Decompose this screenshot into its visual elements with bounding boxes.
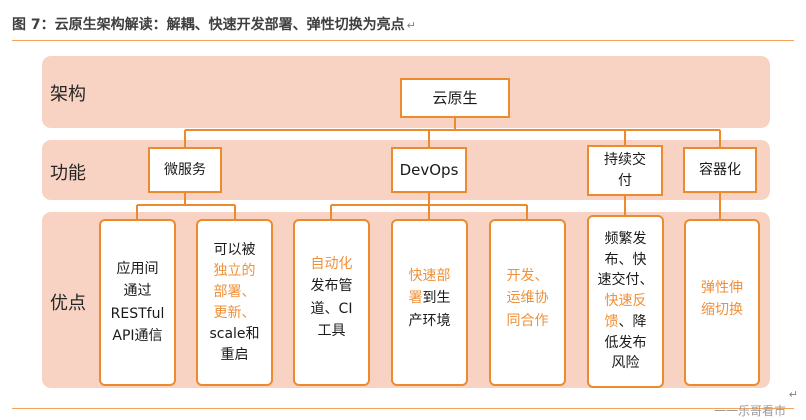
adv4-line-1: 快速部 (408, 268, 451, 284)
adv5-line-1: 开发、 (506, 268, 549, 284)
adv7-line-2: 缩切换 (701, 302, 743, 319)
function-microservices-label: 微服务 (164, 161, 206, 178)
root-node-cloud-native: 云原生 (400, 78, 510, 118)
adv5-line-3: 同合作 (506, 312, 549, 329)
bottom-rule (12, 408, 794, 409)
adv2-line-4-highlight: 更新、 (213, 304, 256, 321)
adv6-line-5-highlight: 馈 (604, 313, 619, 330)
adv6-line-3: 速交付、 (597, 272, 654, 289)
root-node-label: 云原生 (432, 89, 478, 107)
adv3-line-4: 工具 (317, 323, 346, 340)
function-devops-label: DevOps (399, 161, 459, 179)
adv3-line-2: 发布管 (310, 278, 353, 295)
advantage-node-frequent-release: 频繁发 布、快 速交付、 快速反 馈、降 低发布 风险 (587, 215, 664, 388)
corner-return-mark: ↵ (788, 388, 798, 401)
adv6-line-5-rest: 、降 (618, 313, 647, 330)
adv5-line-2: 运维协 (506, 290, 549, 307)
caption-rule (12, 40, 794, 41)
function-node-containerization: 容器化 (683, 147, 757, 193)
advantage-node-automation: 自动化 发布管 道、CI 工具 (293, 219, 370, 386)
advantage-node-fast-deploy: 快速部 署到生 产环境 (391, 219, 468, 386)
band-label-architecture: 架构 (50, 84, 86, 105)
adv6-line-1: 频繁发 (604, 230, 647, 247)
adv6-line-4: 快速反 (604, 293, 647, 310)
adv6-line-6: 低发布 (604, 334, 647, 351)
adv4-line-2-highlight: 署 (408, 290, 423, 307)
adv2-line-6: 重启 (220, 346, 249, 363)
adv1-line-1: 应用间 (116, 260, 159, 277)
caption-return-mark: ↵ (406, 19, 416, 32)
adv1-line-2: 通过 (123, 283, 152, 300)
function-node-devops: DevOps (391, 147, 467, 193)
adv1-line-4: API通信 (112, 327, 163, 344)
adv2-line-3-highlight: 部署、 (213, 283, 256, 300)
adv2-line-2: 独立的 (213, 262, 256, 279)
adv3-line-3: 道、CI (310, 300, 353, 317)
adv4-line-2-rest: 到生 (422, 290, 451, 307)
adv4-line-3: 产环境 (408, 312, 451, 329)
adv2-line-1: 可以被 (213, 241, 256, 258)
watermark-text: 一一乐哥看市 (713, 404, 786, 418)
adv6-line-7: 风险 (611, 355, 640, 372)
advantage-node-restful-api: 应用间 通过 RESTful API通信 (99, 219, 176, 386)
adv6-line-2: 布、快 (604, 251, 647, 268)
function-containerization-label: 容器化 (699, 161, 741, 178)
band-label-advantages: 优点 (50, 293, 86, 314)
function-node-continuous-delivery: 持续交 付 (587, 145, 663, 196)
caption-text: 图 7：云原生架构解读：解耦、快速开发部署、弹性切换为亮点 (12, 17, 405, 33)
advantage-node-independent-deploy: 可以被 独立的 部署、 更新、 scale和 重启 (196, 219, 273, 386)
adv1-line-3: RESTful (110, 305, 165, 322)
function-continuous-delivery-line-1: 持续交 (604, 152, 646, 169)
figure-caption: 图 7：云原生架构解读：解耦、快速开发部署、弹性切换为亮点↵ (12, 14, 416, 34)
advantage-node-collaboration: 开发、 运维协 同合作 (489, 219, 566, 386)
function-continuous-delivery-line-2: 付 (618, 172, 632, 189)
adv3-line-1: 自动化 (310, 256, 353, 272)
advantage-node-elastic-scaling: 弹性伸 缩切换 (684, 219, 760, 386)
adv2-line-5: scale和 (209, 325, 260, 342)
adv7-line-1: 弹性伸 (701, 280, 743, 296)
band-label-functions: 功能 (50, 163, 86, 184)
function-node-microservices: 微服务 (148, 147, 222, 193)
